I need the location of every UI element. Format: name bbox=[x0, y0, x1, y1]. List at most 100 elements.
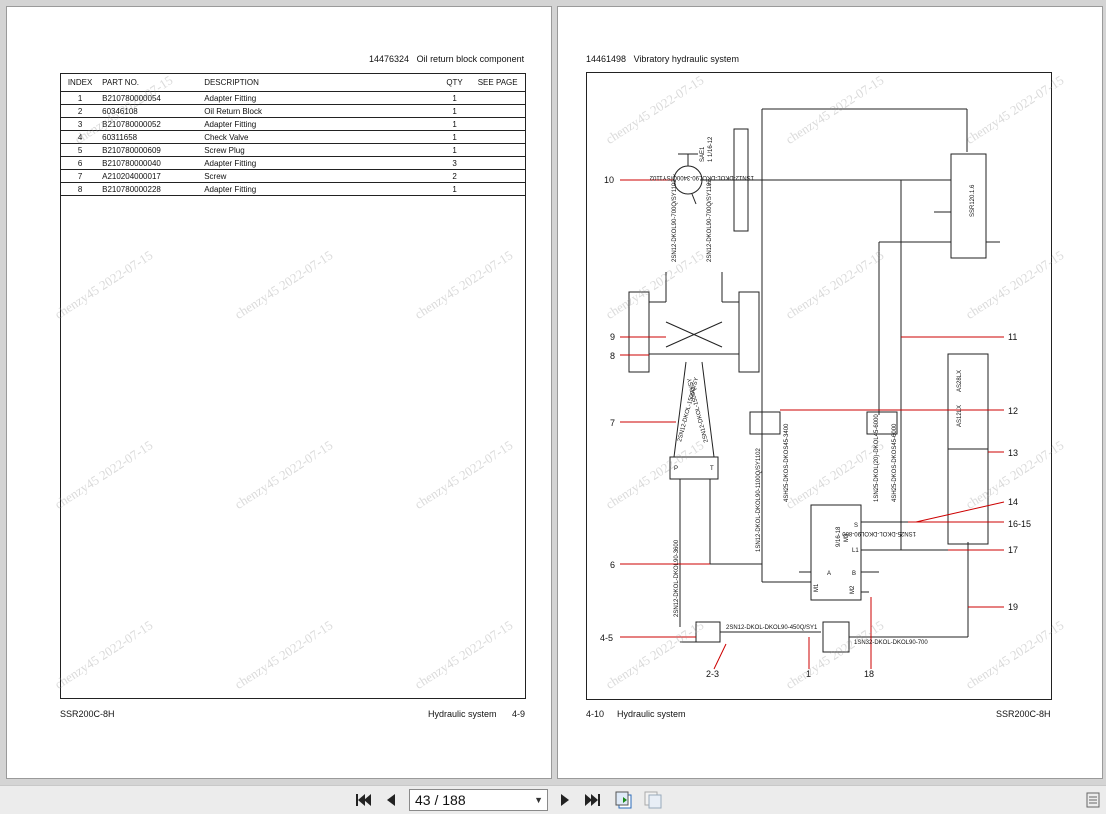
cell-see-page bbox=[475, 182, 525, 196]
cell-see-page bbox=[475, 91, 525, 105]
callout-label: 11 bbox=[1008, 332, 1017, 342]
table-row: 3 B210780000052 Adapter Fitting 1 bbox=[60, 117, 525, 131]
footer-section: Hydraulic system bbox=[428, 709, 497, 719]
footer-model: SSR200C-8H bbox=[996, 709, 1051, 719]
cell-part-no: B210780000052 bbox=[100, 117, 203, 131]
cell-description: Oil Return Block bbox=[202, 104, 434, 118]
header-part-no: 14476324 bbox=[369, 54, 410, 64]
cell-see-page bbox=[475, 143, 525, 157]
port-label: B bbox=[852, 571, 856, 577]
table-row: 4 60311658 Check Valve 1 bbox=[60, 130, 525, 144]
previous-page-icon bbox=[387, 794, 395, 806]
table-row: 8 B210780000228 Adapter Fitting 1 bbox=[60, 182, 525, 196]
cell-index: 7 bbox=[60, 169, 101, 183]
hose-label: 2SN12-DKOL90-700Q/SY1102 bbox=[672, 179, 678, 262]
cell-qty: 1 bbox=[433, 130, 476, 144]
cell-qty: 1 bbox=[433, 117, 476, 131]
cell-index: 3 bbox=[60, 117, 101, 131]
hose-label: 2SN12-DKOL90-700Q/SY1102 bbox=[707, 179, 713, 262]
callout-label: 13 bbox=[1008, 448, 1018, 458]
cell-description: Adapter Fitting bbox=[202, 156, 434, 170]
callout-label: 19 bbox=[1008, 602, 1018, 612]
column-header-index: INDEX bbox=[60, 73, 101, 92]
first-page-icon bbox=[356, 794, 371, 806]
return-block bbox=[695, 621, 721, 643]
schematic-lines bbox=[620, 108, 1005, 670]
previous-page-button[interactable] bbox=[380, 790, 402, 810]
cell-description: Check Valve bbox=[202, 130, 434, 144]
port-label: SAE1 bbox=[700, 146, 706, 162]
hose-label: 2SN12-DKOL-DKOL90-3600 bbox=[674, 539, 680, 617]
cell-index: 1 bbox=[60, 91, 101, 105]
cell-see-page bbox=[475, 156, 525, 170]
cylinder-left bbox=[628, 291, 650, 373]
page-number-input[interactable]: 43 / 188 ▼ bbox=[409, 789, 548, 811]
hose-label: 1SN12-DKOL-DKOL90-1100Q/SY1102 bbox=[756, 448, 762, 552]
hose-label: 1SN32-DKOL-DKOL90-700 bbox=[854, 640, 928, 646]
hose-label: 1SN25-DKOL(20)-DKOL45-6000 bbox=[874, 414, 880, 502]
cell-part-no: B210780000054 bbox=[100, 91, 203, 105]
port-label: 9/16-18 bbox=[836, 526, 842, 547]
port-label: SSR120.1.6 bbox=[970, 184, 976, 217]
callout-label: 1 bbox=[806, 669, 811, 679]
column-header-description: DESCRIPTION bbox=[202, 73, 434, 92]
two-page-view-icon bbox=[644, 791, 662, 809]
cell-qty: 3 bbox=[433, 156, 476, 170]
port-label: M3 bbox=[844, 533, 850, 542]
port-label: M2 bbox=[850, 585, 856, 594]
table-row: 6 B210780000040 Adapter Fitting 3 bbox=[60, 156, 525, 170]
cell-qty: 1 bbox=[433, 91, 476, 105]
cell-index: 6 bbox=[60, 156, 101, 170]
cell-part-no: A210204000017 bbox=[100, 169, 203, 183]
parts-table: INDEX PART NO. DESCRIPTION QTY SEE PAGE … bbox=[60, 73, 525, 196]
single-page-view-button[interactable] bbox=[613, 790, 635, 810]
single-page-view-icon bbox=[615, 791, 632, 809]
flow-block-left bbox=[749, 411, 781, 435]
callout-label: 12 bbox=[1008, 406, 1018, 416]
cell-description: Adapter Fitting bbox=[202, 117, 434, 131]
cell-index: 2 bbox=[60, 104, 101, 118]
footer-page-number: 4-9 bbox=[512, 709, 526, 719]
port-label: P bbox=[674, 466, 678, 472]
callout-label: 4-5 bbox=[600, 633, 613, 643]
hydraulic-schematic: 10 9 8 7 6 4-5 2-3 1 18 19 17 16-15 14 1… bbox=[586, 72, 1052, 700]
navigation-toolbar: 43 / 188 ▼ bbox=[0, 785, 1106, 814]
cell-description: Screw Plug bbox=[202, 143, 434, 157]
footer-model: SSR200C-8H bbox=[60, 709, 115, 719]
vibration-motor-block bbox=[810, 504, 862, 601]
tank-symbol bbox=[822, 621, 850, 653]
port-label: A bbox=[827, 571, 831, 577]
table-header-row: INDEX PART NO. DESCRIPTION QTY SEE PAGE bbox=[60, 73, 525, 92]
hose-label: 4SH25-DKOS-DKOS45-3400 bbox=[784, 423, 790, 502]
callout-label: 14 bbox=[1008, 497, 1018, 507]
table-row: 7 A210204000017 Screw 2 bbox=[60, 169, 525, 183]
callout-label: 16-15 bbox=[1008, 519, 1031, 529]
cell-index: 8 bbox=[60, 182, 101, 196]
port-label: L1 bbox=[852, 548, 859, 554]
cell-index: 5 bbox=[60, 143, 101, 157]
sidebar-toggle-button[interactable] bbox=[1082, 790, 1104, 810]
first-page-button[interactable] bbox=[352, 790, 374, 810]
callout-label: 17 bbox=[1008, 545, 1018, 555]
port-label: AS12LX bbox=[957, 405, 963, 427]
two-page-view-button[interactable] bbox=[642, 790, 664, 810]
page-indicator: 43 / 188 bbox=[415, 792, 466, 808]
next-page-button[interactable] bbox=[554, 790, 576, 810]
page-right: 14461498 Vibratory hydraulic system bbox=[557, 6, 1103, 779]
cell-description: Adapter Fitting bbox=[202, 182, 434, 196]
dropdown-caret-icon: ▼ bbox=[534, 795, 543, 805]
page-header: 14476324 Oil return block component bbox=[369, 54, 524, 64]
cell-qty: 1 bbox=[433, 104, 476, 118]
column-header-part-no: PART NO. bbox=[100, 73, 203, 92]
callout-label: 10 bbox=[604, 175, 614, 185]
port-label: M1 bbox=[814, 583, 820, 592]
cell-qty: 1 bbox=[433, 182, 476, 196]
cell-see-page bbox=[475, 117, 525, 131]
last-page-button[interactable] bbox=[582, 790, 604, 810]
callout-label: 6 bbox=[610, 560, 615, 570]
hose-label: 2SN12-DKOL-DKOL90-450Q/SY1 bbox=[726, 625, 818, 631]
cell-part-no: 60346108 bbox=[100, 104, 203, 118]
port-label: AS28LX bbox=[957, 370, 963, 392]
cell-description: Adapter Fitting bbox=[202, 91, 434, 105]
callout-label: 18 bbox=[864, 669, 874, 679]
